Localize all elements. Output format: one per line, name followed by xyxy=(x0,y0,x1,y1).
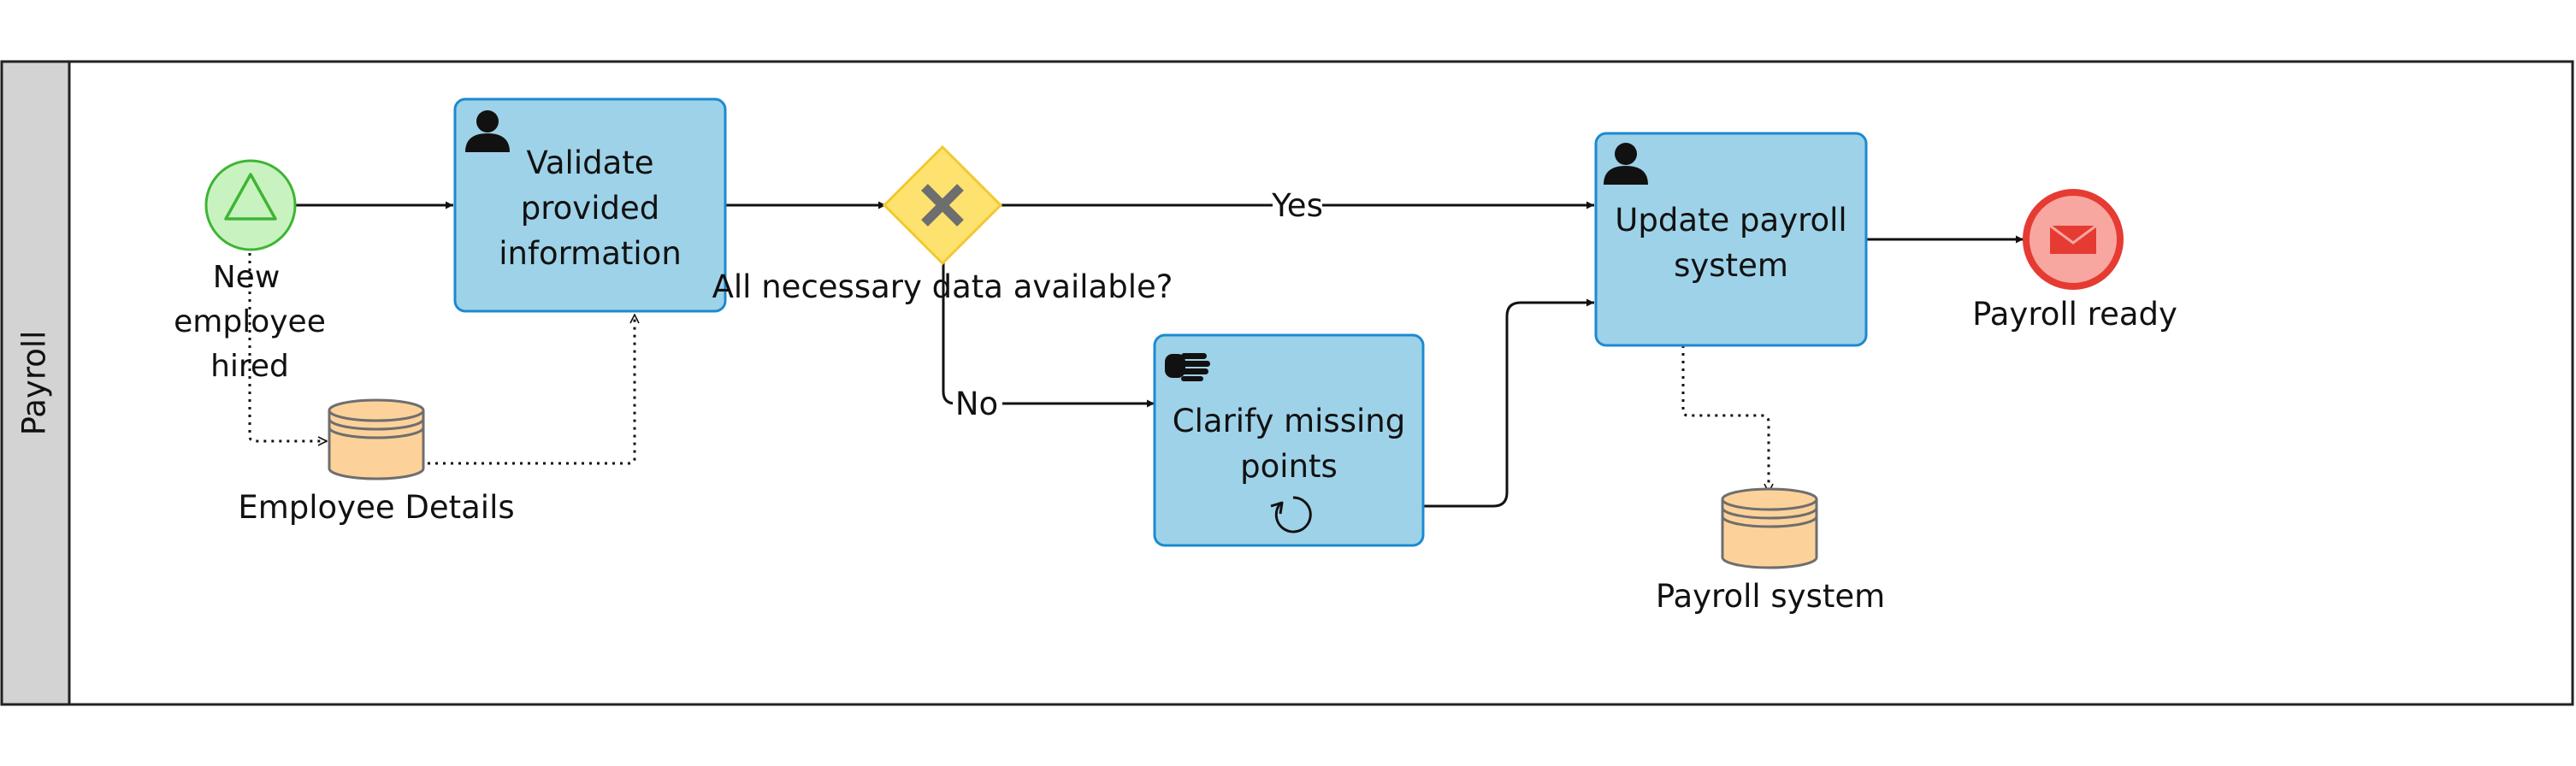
assoc-start-to-employee-details[interactable] xyxy=(248,253,327,441)
datastore-payroll-label: Payroll system xyxy=(1656,578,1885,615)
task-validate-provided-information[interactable]: Validate provided information xyxy=(453,97,727,313)
start-event-new-employee-hired[interactable]: New employee hired xyxy=(174,159,326,384)
task-update-label-line-2: system xyxy=(1674,247,1788,284)
start-event-label-line-3: hired xyxy=(210,349,289,384)
yes-label-bg xyxy=(1273,186,1322,224)
pool-header xyxy=(0,60,71,706)
task-validate-label-line-2: provided xyxy=(521,190,659,227)
start-event-label-line-1: New xyxy=(213,260,281,295)
data-associations xyxy=(248,253,1769,492)
no-label-bg xyxy=(953,385,1002,422)
end-event-label: Payroll ready xyxy=(1972,296,2177,333)
assoc-update-to-payroll-system[interactable] xyxy=(1681,345,1769,492)
sequence-flows xyxy=(296,201,2024,508)
task-validate-label-line-3: information xyxy=(499,235,682,272)
task-update-label-line-1: Update payroll xyxy=(1615,202,1846,239)
task-clarify-label-line-1: Clarify missing xyxy=(1173,403,1405,439)
assoc-employee-details-to-validate[interactable] xyxy=(428,315,635,465)
datastore-employee-label: Employee Details xyxy=(238,489,514,526)
hand-icon xyxy=(1165,353,1210,381)
task-update-payroll-system[interactable]: Update payroll system xyxy=(1594,132,1868,347)
gateway-label: All necessary data available? xyxy=(712,268,1173,305)
task-clarify-missing-points[interactable]: Clarify missing points xyxy=(1153,333,1425,547)
gateway-all-necessary-data-available[interactable]: All necessary data available? xyxy=(712,144,1173,305)
user-icon xyxy=(465,110,510,152)
datastore-employee-details[interactable]: Employee Details xyxy=(238,398,515,526)
flow-clarify-to-update[interactable] xyxy=(1423,298,1594,508)
user-icon xyxy=(1604,143,1648,185)
close-x-icon xyxy=(921,184,964,227)
start-event-label-line-2: employee xyxy=(174,304,326,339)
end-event-payroll-ready[interactable]: Payroll ready xyxy=(1972,189,2177,333)
loop-icon xyxy=(1270,496,1312,533)
task-validate-label-line-1: Validate xyxy=(526,144,653,181)
signal-triangle-icon xyxy=(224,173,277,221)
datastore-payroll-system[interactable]: Payroll system xyxy=(1656,487,1885,615)
pool-label: Payroll xyxy=(16,331,53,436)
flow-label-yes: Yes xyxy=(1271,187,1323,224)
task-clarify-label-line-2: points xyxy=(1240,448,1338,485)
envelope-icon xyxy=(2049,224,2097,254)
flow-label-no: No xyxy=(955,386,998,422)
